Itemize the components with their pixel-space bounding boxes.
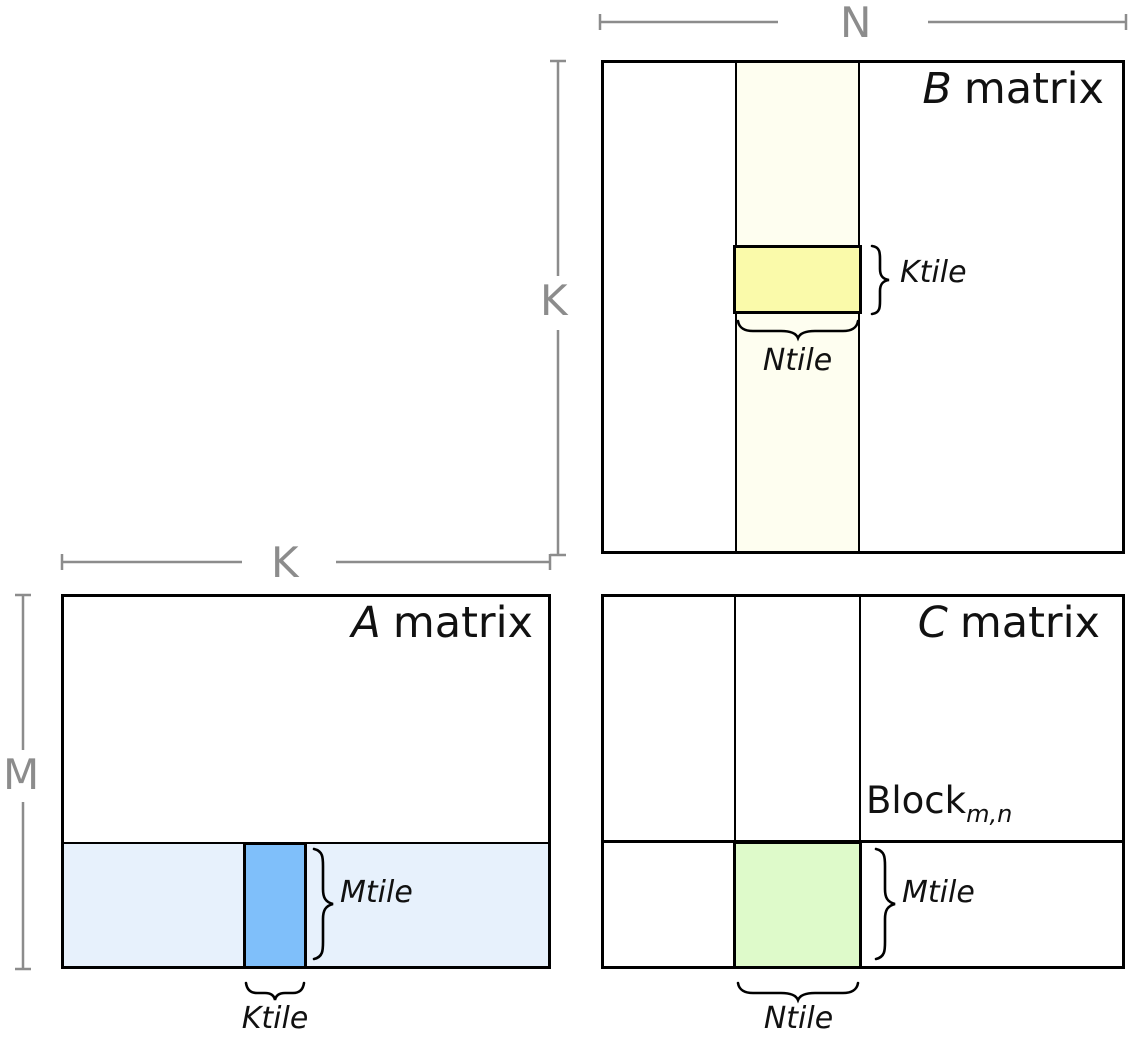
c-matrix-title-word: matrix bbox=[959, 598, 1100, 648]
ktile-label-b: Ktile bbox=[900, 255, 967, 290]
ntile-label-c: Ntile bbox=[763, 1001, 834, 1036]
ntile-label-b: Ntile bbox=[762, 343, 833, 378]
mtile-brace-a bbox=[312, 847, 334, 961]
dim-line-k-horizontal bbox=[60, 554, 552, 570]
mtile-brace-c bbox=[874, 847, 896, 961]
dim-label-m: M bbox=[3, 750, 40, 799]
c-column-line-left bbox=[734, 597, 736, 966]
dim-label-k-vertical: K bbox=[540, 276, 568, 325]
ntile-brace-c bbox=[736, 981, 860, 1004]
b-active-tile bbox=[733, 245, 862, 314]
c-active-tile bbox=[733, 841, 862, 969]
c-matrix-title-letter: C bbox=[917, 598, 948, 648]
dim-label-k-horizontal: K bbox=[271, 538, 299, 587]
a-matrix-title-letter: A bbox=[351, 598, 381, 648]
mtile-label-a: Mtile bbox=[340, 875, 413, 910]
b-matrix-title-letter: B bbox=[922, 64, 952, 114]
dim-line-n bbox=[598, 14, 1128, 30]
c-row-divider bbox=[604, 840, 1122, 843]
ntile-brace-b bbox=[736, 319, 860, 342]
c-matrix-box bbox=[601, 594, 1125, 969]
c-column-line-right bbox=[859, 597, 861, 966]
dim-line-k-vertical bbox=[550, 59, 566, 557]
ktile-brace-a bbox=[244, 981, 306, 1001]
dim-line-m bbox=[15, 593, 31, 971]
a-active-tile bbox=[243, 842, 307, 969]
dim-label-n: N bbox=[840, 0, 872, 47]
mtile-label-c: Mtile bbox=[902, 875, 975, 910]
ktile-label-a: Ktile bbox=[241, 1001, 309, 1036]
block-mn-label: Blockm,n bbox=[866, 779, 1013, 828]
block-subscript: m,n bbox=[966, 800, 1013, 828]
b-matrix-box bbox=[601, 60, 1125, 554]
block-word: Block bbox=[866, 779, 967, 822]
a-matrix-title-word: matrix bbox=[392, 598, 533, 648]
ktile-brace-b bbox=[870, 244, 890, 316]
b-matrix-title-word: matrix bbox=[963, 64, 1104, 114]
